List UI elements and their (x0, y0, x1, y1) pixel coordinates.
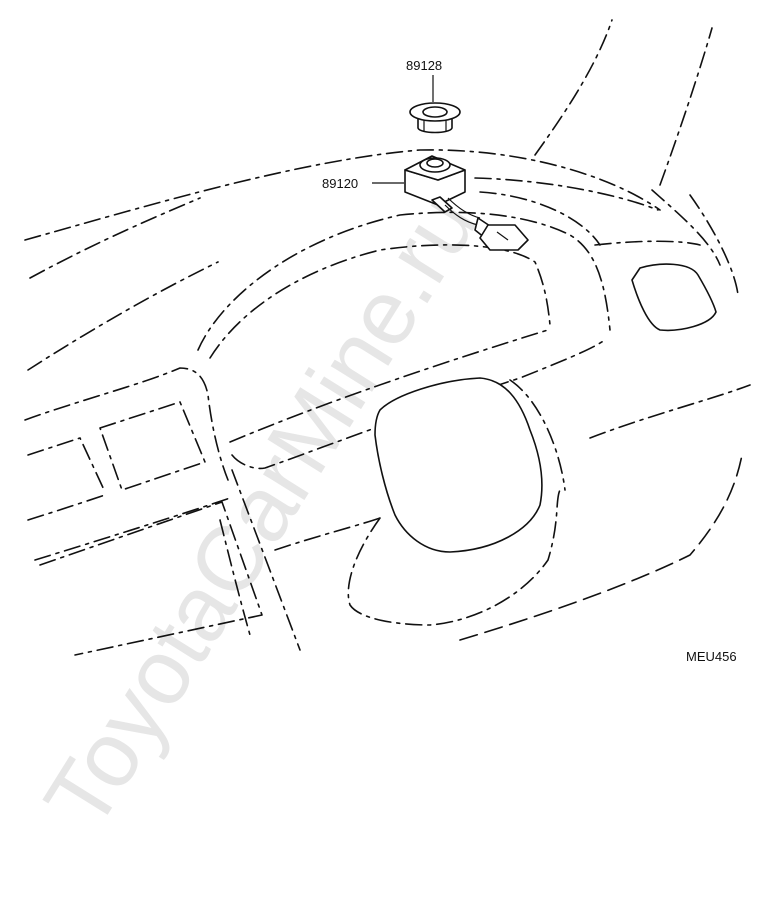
clip-89128 (409, 75, 461, 134)
windshield-outline (24, 19, 739, 371)
right-air-vent (631, 263, 717, 332)
instrument-hood (197, 191, 701, 443)
label-89120: 89120 (322, 176, 358, 191)
steering-wheel-pad (374, 377, 543, 553)
label-89128: 89128 (406, 58, 442, 73)
figure-code: MEU456 (686, 649, 737, 664)
sensor-89120 (372, 155, 529, 251)
center-console (24, 339, 751, 656)
